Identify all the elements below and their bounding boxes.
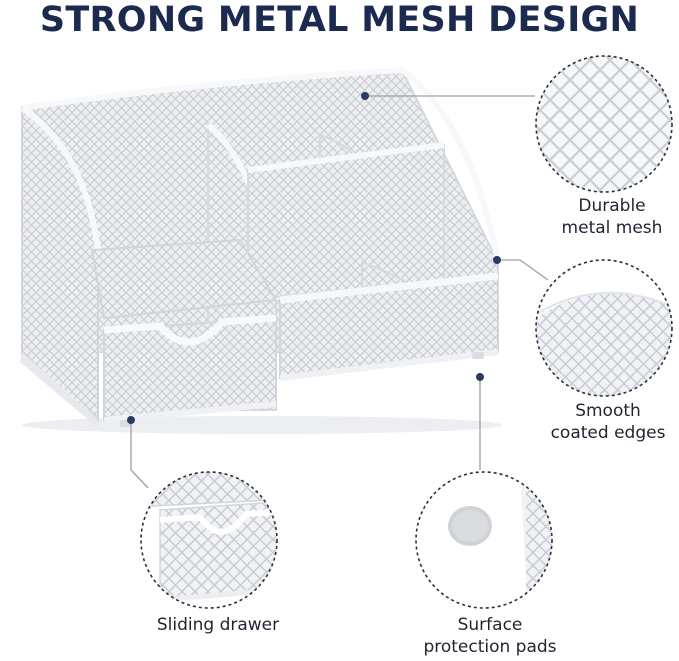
leader-dots bbox=[127, 92, 501, 424]
desk-organizer bbox=[20, 67, 502, 434]
detail-pads-circle bbox=[415, 471, 553, 609]
caption-sliding-drawer: Sliding drawer bbox=[156, 615, 280, 635]
caption-smooth-edges: Smooth coated edges bbox=[550, 401, 666, 443]
caption-durable-mesh: Durable metal mesh bbox=[561, 196, 663, 238]
caption-protection-pads: Surface protection pads bbox=[423, 615, 557, 657]
detail-drawer-circle bbox=[140, 471, 278, 609]
leader-lines bbox=[130, 95, 549, 489]
headline: STRONG METAL MESH DESIGN bbox=[39, 0, 640, 40]
detail-mesh-circle bbox=[535, 55, 673, 193]
detail-edges-circle bbox=[535, 259, 673, 397]
